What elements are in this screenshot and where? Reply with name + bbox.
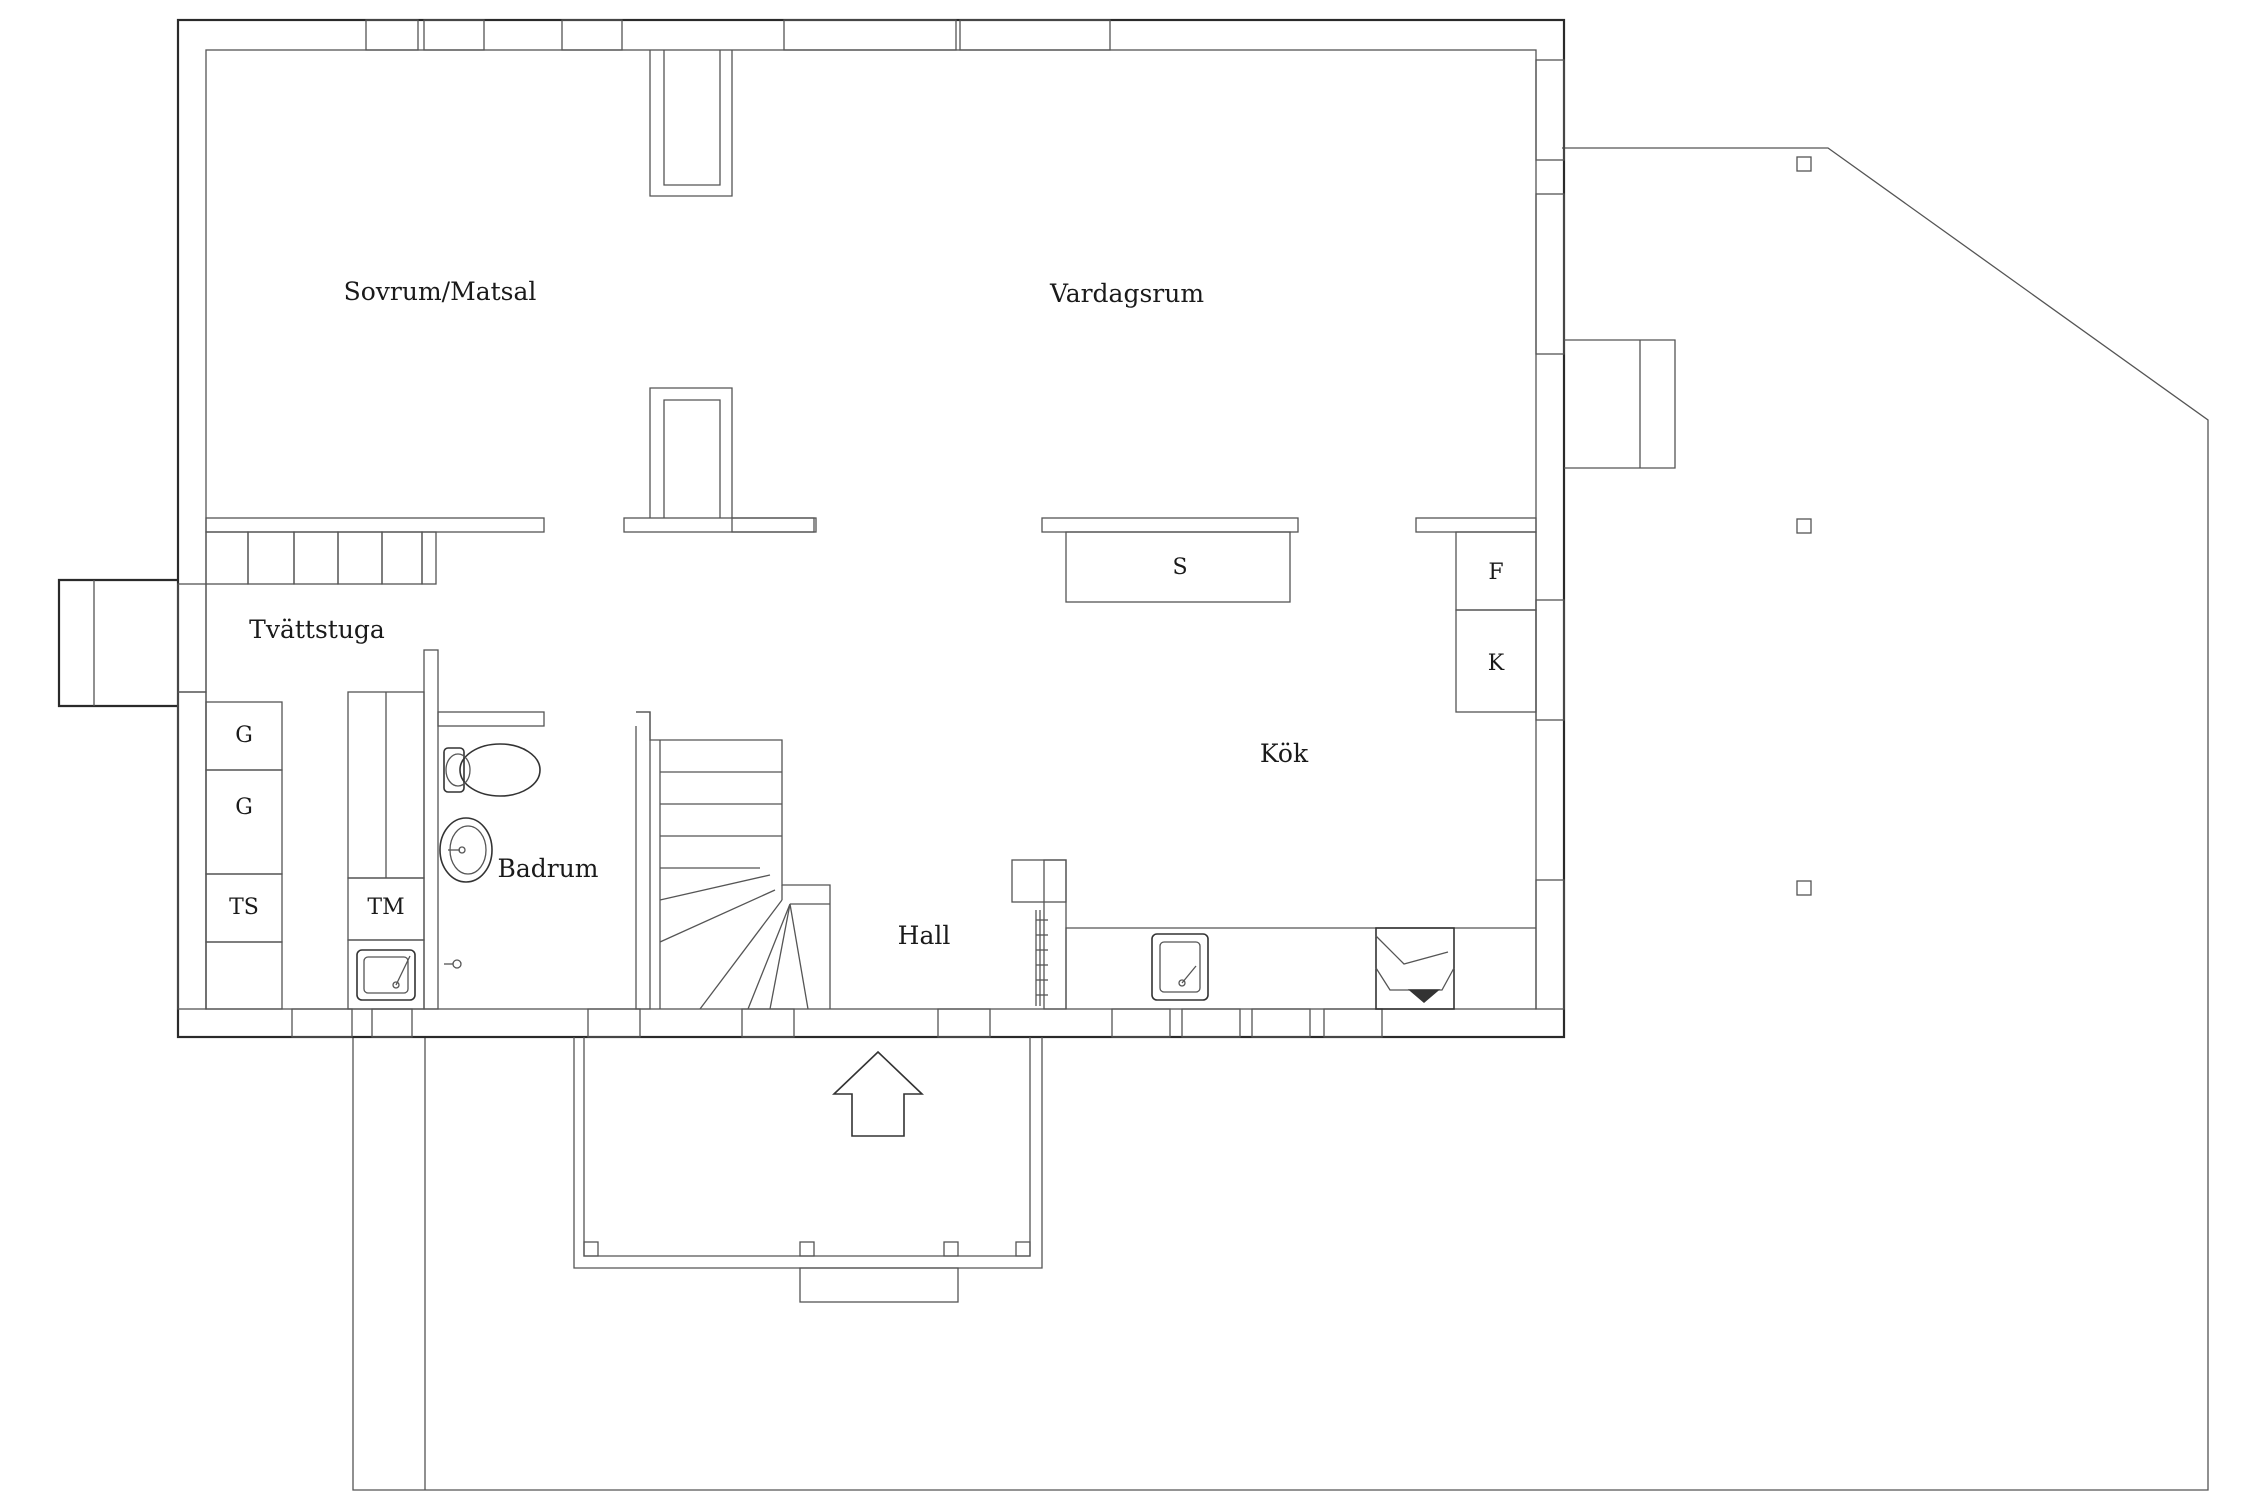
wash-basin [439,817,493,883]
room-label-kok: Kök [1260,739,1309,768]
storage-cabinet: S [1065,531,1291,603]
kitchen-sink [1151,933,1209,1001]
laundry-shelving [205,531,423,585]
bay-window [1564,339,1676,469]
windows [291,19,1565,1038]
room-label-vardagsrum: Vardagsrum [1049,279,1204,308]
interior-walls [177,50,1537,693]
post-marker [1796,880,1812,896]
laundry-units: G G TS [177,691,283,1010]
room-label-badrum: Badrum [497,854,598,883]
staircase [636,711,831,1010]
plot-outline [352,147,2209,1491]
post-marker [1796,156,1812,172]
storage-label: S [1172,555,1187,580]
room-label-hall: Hall [898,921,951,950]
room-label-tvattstuga: Tvättstuga [249,615,385,644]
stove-hood [1375,927,1455,1010]
laundry-sink [356,949,416,1001]
cabinet-label-1: G [235,723,253,748]
fridge-label: F [1488,560,1503,585]
kitchen-counter [1065,879,1565,1010]
toilet [443,743,541,797]
room-label-sovrum: Sovrum/Matsal [344,277,537,306]
porch [573,1037,1043,1303]
freezer-label: K [1488,651,1505,676]
cabinet-label-2: G [235,795,253,820]
entrance-arrow-icon [832,1050,924,1137]
radiator [1011,859,1067,1010]
washer-column: TM [347,691,425,1010]
washer-label: TM [367,895,404,920]
floor-drain [444,959,462,969]
fridge-freezer: F K [1455,531,1537,713]
post-marker [1796,518,1812,534]
dryer-label: TS [229,895,259,920]
